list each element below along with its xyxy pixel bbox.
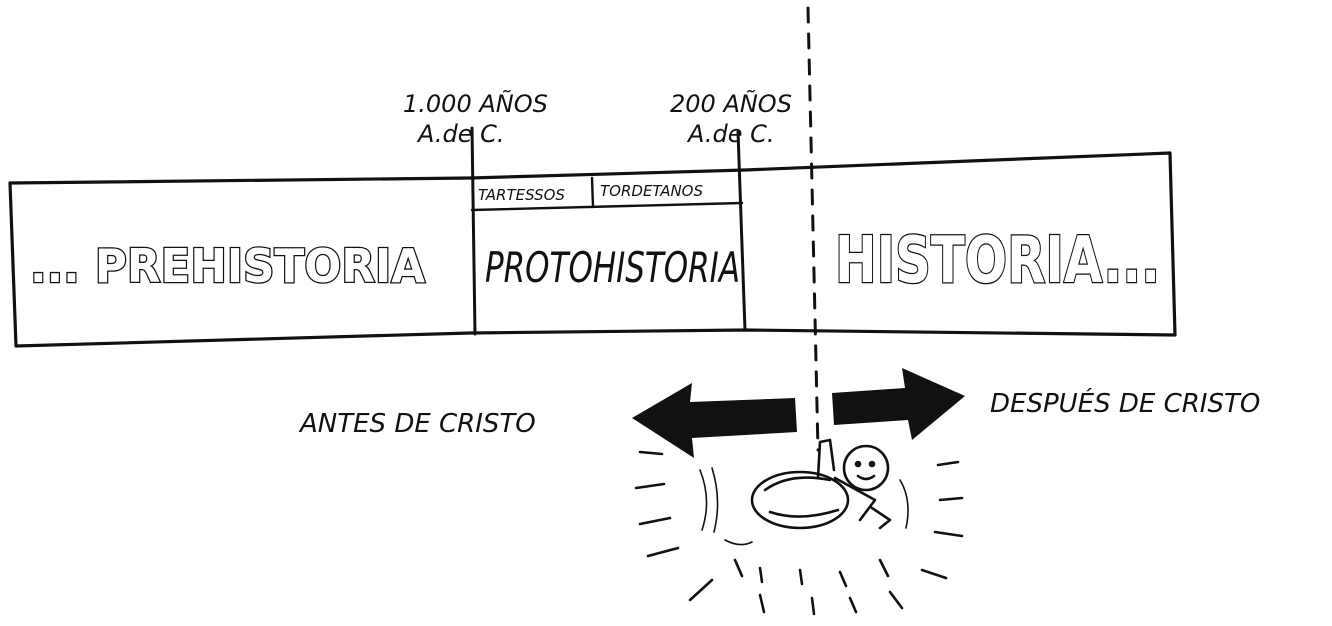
- arrow-right-icon: [832, 368, 965, 440]
- era-prehistory: ... PREHISTORIA: [30, 239, 425, 293]
- subband-divider: [590, 176, 595, 209]
- divider-200-bc: [736, 130, 747, 332]
- marker-200-line2: A.de C.: [686, 120, 775, 148]
- era-protohistory: PROTOHISTORIA: [485, 243, 740, 292]
- timeline-box: [8, 151, 1177, 348]
- subband-line: [470, 201, 744, 212]
- era-history: HISTORIA...: [835, 224, 1160, 298]
- divider-1000-bc: [470, 126, 477, 336]
- arrow-left-icon: [632, 383, 797, 458]
- marker-1000-line1: 1.000 AÑOS: [403, 88, 548, 118]
- before-christ-label: ANTES DE CRISTO: [298, 409, 536, 439]
- marker-1000-line2: A.de C.: [416, 120, 505, 148]
- marker-200-line1: 200 AÑOS: [670, 88, 792, 118]
- tartessos-label: TARTESSOS: [478, 186, 565, 204]
- tordetanos-label: TORDETANOS: [600, 182, 703, 200]
- christ-dashed-line: [806, 6, 820, 452]
- after-christ-label: DESPUÉS DE CRISTO: [990, 387, 1260, 419]
- baby-jesus-icon: [634, 438, 964, 616]
